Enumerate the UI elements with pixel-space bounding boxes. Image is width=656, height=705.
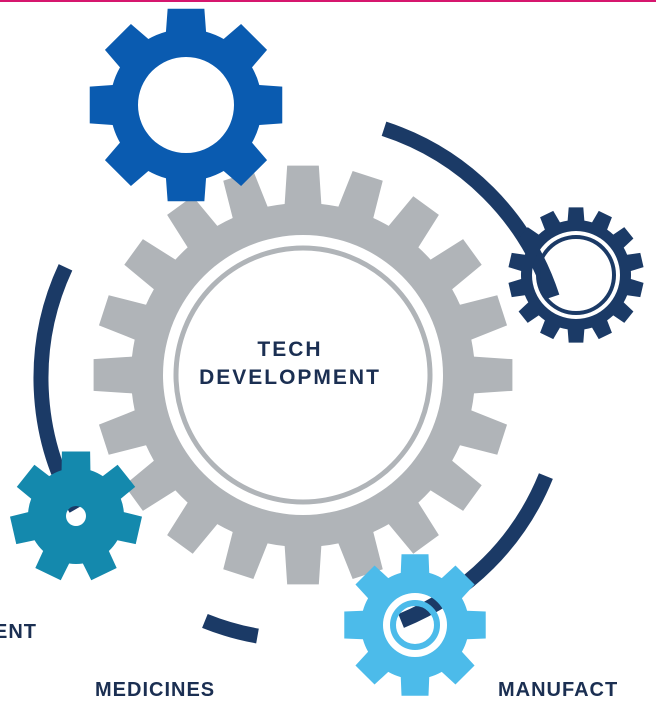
gear-body: [508, 207, 644, 343]
bottom-gear-icon: [344, 554, 486, 696]
ring-arc-2: [398, 473, 553, 628]
center-title-line2: DEVELOPMENT: [199, 366, 381, 389]
gear-body: [89, 8, 283, 202]
top-gear-icon: [89, 8, 283, 202]
ring-arc-3: [202, 613, 259, 644]
left-gear-label: ENT: [0, 621, 37, 643]
center-title-line1: TECH: [257, 338, 323, 361]
center-title: TECH DEVELOPMENT: [170, 336, 410, 392]
center-gear-face: [163, 235, 443, 515]
left-gear-icon: [10, 451, 142, 581]
medicines-label: MEDICINES: [95, 679, 216, 701]
gear-body: [10, 451, 142, 581]
right-gear-inner-ring: [536, 235, 616, 315]
gear-body: [344, 554, 486, 696]
bottom-gear-inner-ring: [390, 600, 440, 650]
accent-top-bar: [0, 0, 656, 2]
right-gear-icon: [508, 207, 644, 343]
center-gear-icon: [93, 165, 513, 585]
manufacturing-label: MANUFACT: [498, 679, 619, 701]
center-gear-inner-ring: [173, 245, 433, 505]
